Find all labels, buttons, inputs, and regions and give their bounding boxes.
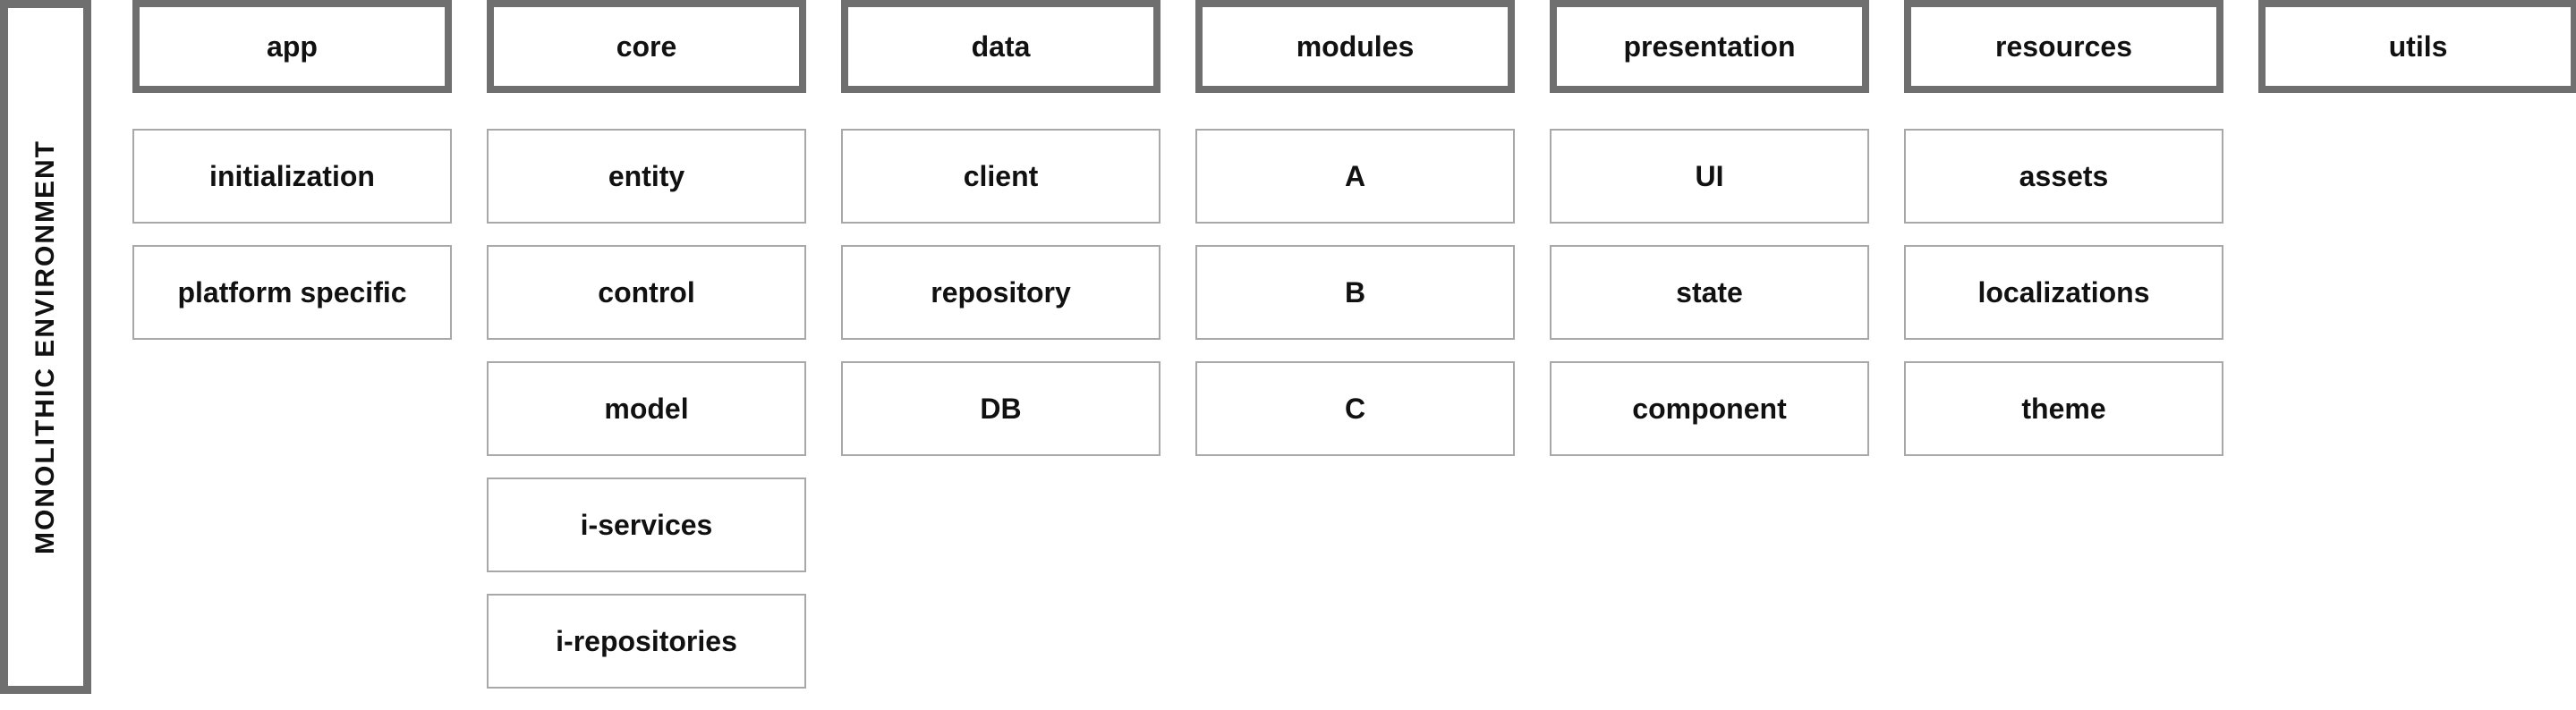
item-module-b: B [1195, 245, 1515, 340]
header-presentation: presentation [1550, 0, 1869, 93]
environment-label: MONOLITHIC ENVIRONMENT [30, 139, 60, 554]
items-app: initialization platform specific [132, 129, 452, 340]
item-module-c: C [1195, 361, 1515, 456]
items-modules: A B C [1195, 129, 1515, 456]
item-model: model [487, 361, 806, 456]
header-core: core [487, 0, 806, 93]
column-utils: utils [2258, 0, 2576, 93]
column-app: app initialization platform specific [132, 0, 452, 361]
item-initialization: initialization [132, 129, 452, 224]
column-resources: resources assets localizations theme [1904, 0, 2223, 478]
item-module-a: A [1195, 129, 1515, 224]
item-i-repositories: i-repositories [487, 594, 806, 689]
header-resources: resources [1904, 0, 2223, 93]
header-modules: modules [1195, 0, 1515, 93]
item-entity: entity [487, 129, 806, 224]
item-platform-specific: platform specific [132, 245, 452, 340]
items-core: entity control model i-services i-reposi… [487, 129, 806, 689]
item-ui: UI [1550, 129, 1869, 224]
column-presentation: presentation UI state component [1550, 0, 1869, 478]
monolithic-environment-container: MONOLITHIC ENVIRONMENT [0, 0, 91, 694]
item-repository: repository [841, 245, 1160, 340]
item-state: state [1550, 245, 1869, 340]
items-data: client repository DB [841, 129, 1160, 456]
item-localizations: localizations [1904, 245, 2223, 340]
item-control: control [487, 245, 806, 340]
column-data: data client repository DB [841, 0, 1160, 478]
column-core: core entity control model i-services i-r… [487, 0, 806, 710]
item-component: component [1550, 361, 1869, 456]
item-assets: assets [1904, 129, 2223, 224]
column-modules: modules A B C [1195, 0, 1515, 478]
header-app: app [132, 0, 452, 93]
items-presentation: UI state component [1550, 129, 1869, 456]
item-client: client [841, 129, 1160, 224]
item-theme: theme [1904, 361, 2223, 456]
header-data: data [841, 0, 1160, 93]
items-resources: assets localizations theme [1904, 129, 2223, 456]
item-i-services: i-services [487, 478, 806, 572]
header-utils: utils [2258, 0, 2576, 93]
item-db: DB [841, 361, 1160, 456]
